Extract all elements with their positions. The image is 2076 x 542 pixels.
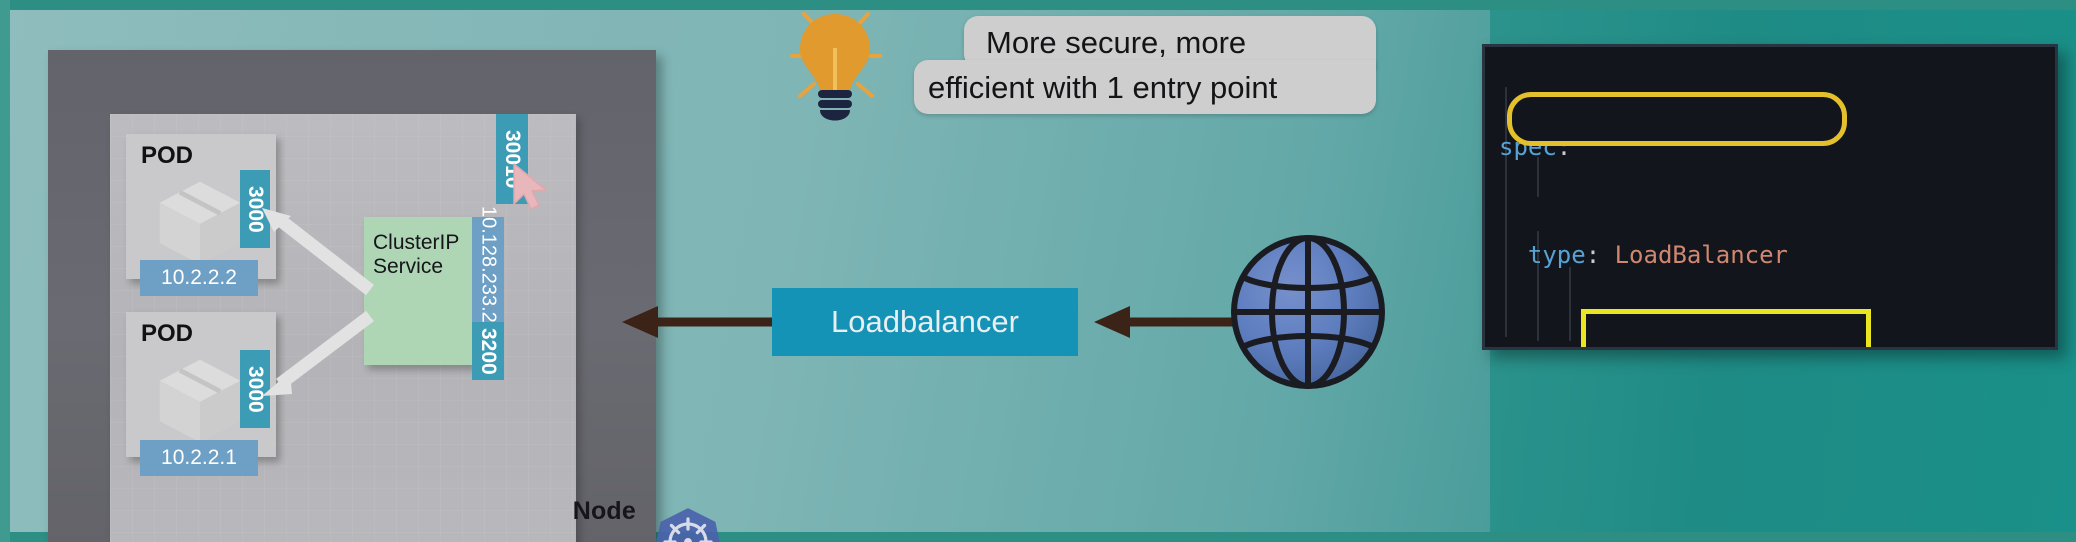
clusterip-port-badge: 3200	[472, 322, 504, 380]
pod-card-2: POD	[126, 312, 276, 457]
internet-globe-icon	[1231, 235, 1385, 389]
indent-guide-4	[1569, 267, 1571, 341]
pod-ip-label-1: 10.2.2.2	[161, 266, 237, 289]
loadbalancer-to-node-arrow	[622, 306, 776, 338]
service-to-pod-arrow-1	[262, 208, 374, 296]
pod-ip-label-2: 10.2.2.1	[161, 446, 237, 469]
indent-guide-1	[1505, 87, 1507, 337]
clusterip-ip-badge: 10.128.233.22	[472, 206, 504, 334]
container-cube-icon-1	[159, 181, 241, 265]
callout-bubble-row2	[914, 60, 1376, 114]
bottom-border-band	[0, 532, 2076, 542]
indent-guide-3	[1537, 231, 1539, 341]
pod-port-label-2: 3000	[244, 365, 267, 413]
clusterip-port-label: 3200	[477, 327, 500, 375]
pod-port-label-1: 3000	[244, 185, 267, 233]
callout-bubble-row1	[964, 16, 1376, 68]
clusterip-service-line1: ClusterIP	[373, 231, 460, 254]
kubernetes-helm-logo-icon	[656, 508, 720, 542]
clusterip-service-label: ClusterIP Service	[373, 231, 459, 278]
clusterip-service-line2: Service	[373, 254, 444, 278]
node-label: Node	[572, 497, 636, 525]
code-line-2: type: LoadBalancer	[1527, 241, 1788, 269]
left-border-band	[0, 0, 10, 542]
code-line-3: selector:	[1499, 345, 2055, 347]
pod-port-badge-2: 3000	[240, 350, 270, 428]
yaml-code-text: spec: type: LoadBalancer selector: app: …	[1499, 57, 2055, 347]
mouse-cursor-arrow-icon	[513, 163, 547, 210]
indent-guide-2	[1537, 157, 1539, 197]
loadbalancer-box[interactable]: Loadbalancer	[772, 288, 1078, 356]
code-line-1: spec:	[1499, 133, 1572, 161]
pod-ip-badge-2: 10.2.2.1	[140, 440, 258, 476]
callout-bubble: More secure, more efficient with 1 entry…	[914, 16, 1376, 114]
top-border-band	[0, 0, 2076, 10]
pod-ip-badge-1: 10.2.2.2	[140, 260, 258, 296]
clusterip-service-box: ClusterIP Service	[364, 217, 472, 365]
callout-line-1: More secure, more	[986, 25, 1247, 60]
pod-title-2: POD	[141, 320, 194, 347]
internet-to-loadbalancer-arrow	[1094, 306, 1240, 338]
node-outer-box: 30010 POD 3000 10.2.2.2 POD	[48, 50, 720, 542]
yaml-code-panel: spec: type: LoadBalancer selector: app: …	[1482, 44, 2058, 350]
container-cube-icon-2	[159, 359, 241, 443]
loadbalancer-label: Loadbalancer	[831, 304, 1019, 339]
callout-line-2: efficient with 1 entry point	[928, 70, 1278, 105]
clusterip-ip-label: 10.128.233.22	[477, 206, 500, 334]
pod-title-1: POD	[141, 142, 194, 169]
lightbulb-idea-icon	[790, 12, 882, 121]
service-to-pod-arrow-2	[262, 310, 374, 396]
